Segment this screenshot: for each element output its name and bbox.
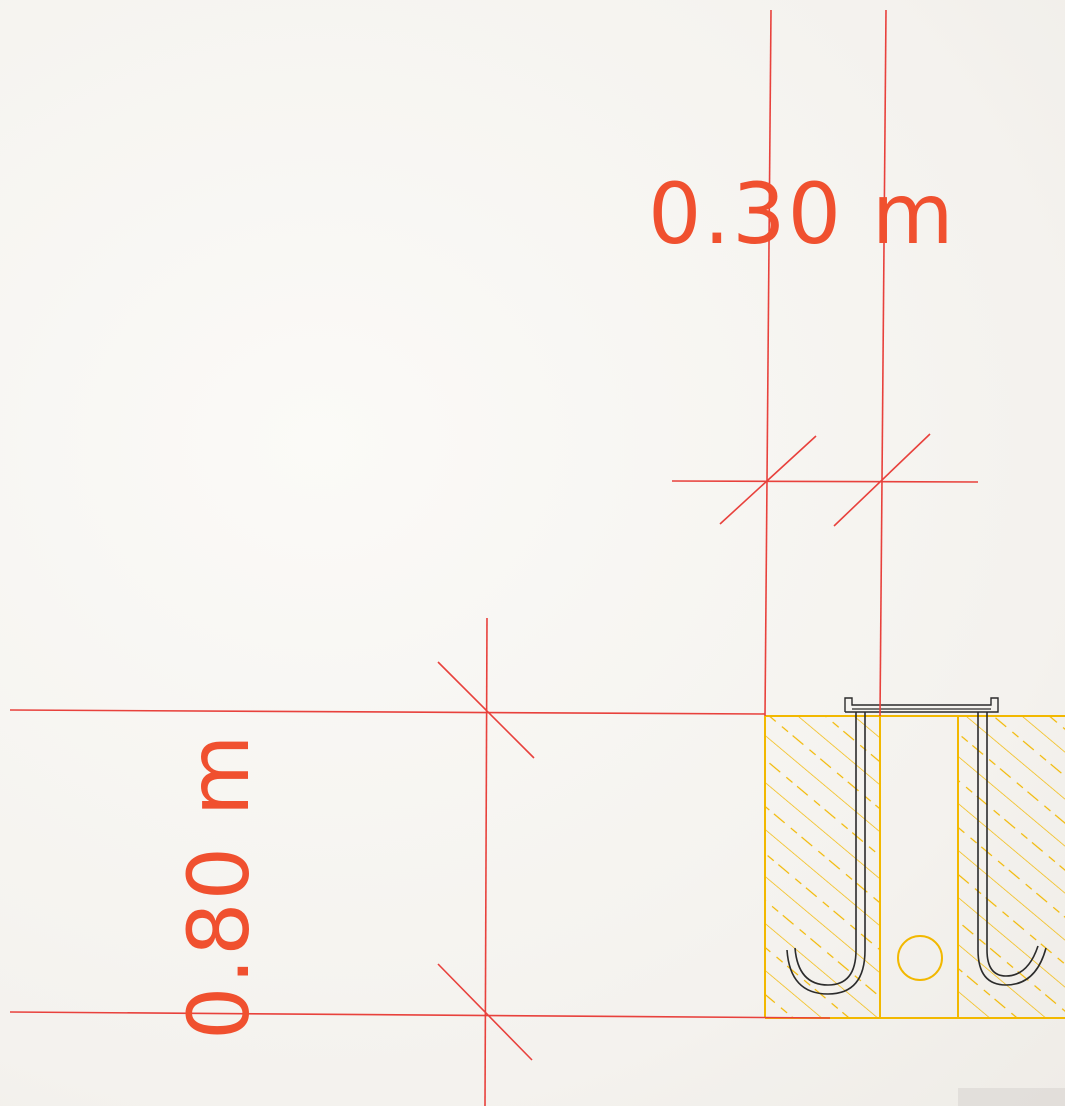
duct-circle <box>897 935 943 981</box>
height-dimension-label: 0.80 m <box>170 732 268 1040</box>
section-hatch-right-dash <box>958 716 1065 1018</box>
scan-smudge <box>958 1088 1065 1106</box>
extension-line-bottom <box>9 1011 831 1019</box>
rebar-top-plate <box>844 697 999 713</box>
width-tick-left <box>719 435 817 525</box>
concrete-section <box>764 715 1065 1019</box>
height-dimension-line <box>484 617 488 1106</box>
extension-line-left <box>764 9 772 717</box>
rebar-right-hook-inner <box>986 712 1039 977</box>
rebar-left-hook-inner <box>786 712 866 995</box>
width-dimension-label: 0.30 m <box>648 165 956 263</box>
height-tick-bottom <box>437 963 533 1061</box>
rebar-assembly <box>786 697 1047 995</box>
dimension-lines <box>9 9 979 1106</box>
height-tick-top <box>437 661 535 759</box>
extension-line-top <box>9 709 766 715</box>
extension-line-right <box>879 9 887 717</box>
section-hatch-left-dash <box>765 716 880 1018</box>
rebar-left-hook-outer <box>794 712 857 986</box>
width-dimension-line <box>671 480 979 483</box>
rebar-right-hook-outer <box>977 712 1047 986</box>
width-tick-right <box>833 433 931 527</box>
